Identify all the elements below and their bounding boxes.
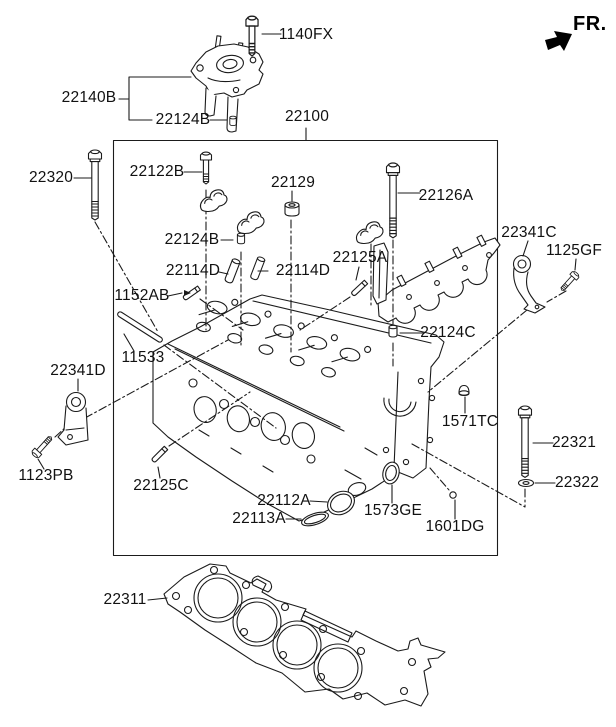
ball-1601dg-drawing — [449, 491, 457, 499]
stud-11533-drawing — [117, 311, 163, 343]
part-label-22311: 22311 — [103, 591, 147, 608]
part-label-1125gf: 1125GF — [545, 242, 603, 259]
fr-arrow-icon — [545, 31, 572, 51]
part-label-22341c: 22341C — [501, 224, 557, 241]
parts-box-frame — [112, 139, 499, 557]
part-label-22322: 22322 — [554, 474, 600, 491]
fr-direction-label: FR. — [573, 13, 607, 35]
part-label-22125c: 22125C — [133, 477, 189, 494]
part-label-22100: 22100 — [284, 108, 330, 125]
grommet-22129-drawing — [284, 201, 300, 217]
part-label-11533: 11533 — [121, 349, 165, 366]
seal-22113a-drawing — [301, 511, 329, 527]
head-gasket-drawing — [163, 563, 446, 707]
cam-carrier-drawing — [372, 234, 501, 324]
oring-22112a-drawing — [327, 490, 355, 516]
part-label-1123pb: 1123PB — [18, 467, 74, 484]
part-label-1601dg: 1601DG — [425, 518, 485, 535]
leader-lines — [37, 33, 577, 601]
part-label-22124b: 22124B — [155, 111, 211, 128]
part-label-22125a: 22125A — [332, 249, 388, 266]
part-label-22114d: 22114D — [165, 262, 221, 279]
bracket-22341d-drawing — [57, 391, 89, 446]
part-label-22341d: 22341D — [50, 362, 106, 379]
seal-1573ge-drawing — [382, 461, 400, 485]
plug-1571tc-drawing — [458, 384, 470, 397]
part-label-1571tc: 1571TC — [441, 413, 499, 430]
part-label-22126a: 22126A — [418, 187, 474, 204]
alignment-lines — [54, 189, 567, 508]
part-label-22112a: 22112A — [257, 492, 311, 509]
bracket-22341c-drawing — [512, 254, 546, 314]
mount-bracket-drawing — [190, 35, 264, 133]
part-label-22140b: 22140B — [61, 89, 117, 106]
part-label-22321: 22321 — [551, 434, 597, 451]
part-label-22122b: 22122B — [129, 163, 185, 180]
part-label-1152ab: 1152AB — [114, 287, 170, 304]
part-label-22129: 22129 — [270, 174, 316, 191]
part-label-22124b: 22124B — [164, 231, 220, 248]
part-label-22113a: 22113A — [232, 510, 286, 527]
part-label-22320: 22320 — [28, 169, 74, 186]
part-label-1140fx: 1140FX — [278, 26, 334, 43]
part-label-22124c: 22124C — [420, 324, 476, 341]
cylinder-head-drawing — [152, 294, 445, 522]
part-label-22114d: 22114D — [275, 262, 331, 279]
part-label-1573ge: 1573GE — [363, 502, 423, 519]
washer-22322-drawing — [517, 478, 535, 488]
